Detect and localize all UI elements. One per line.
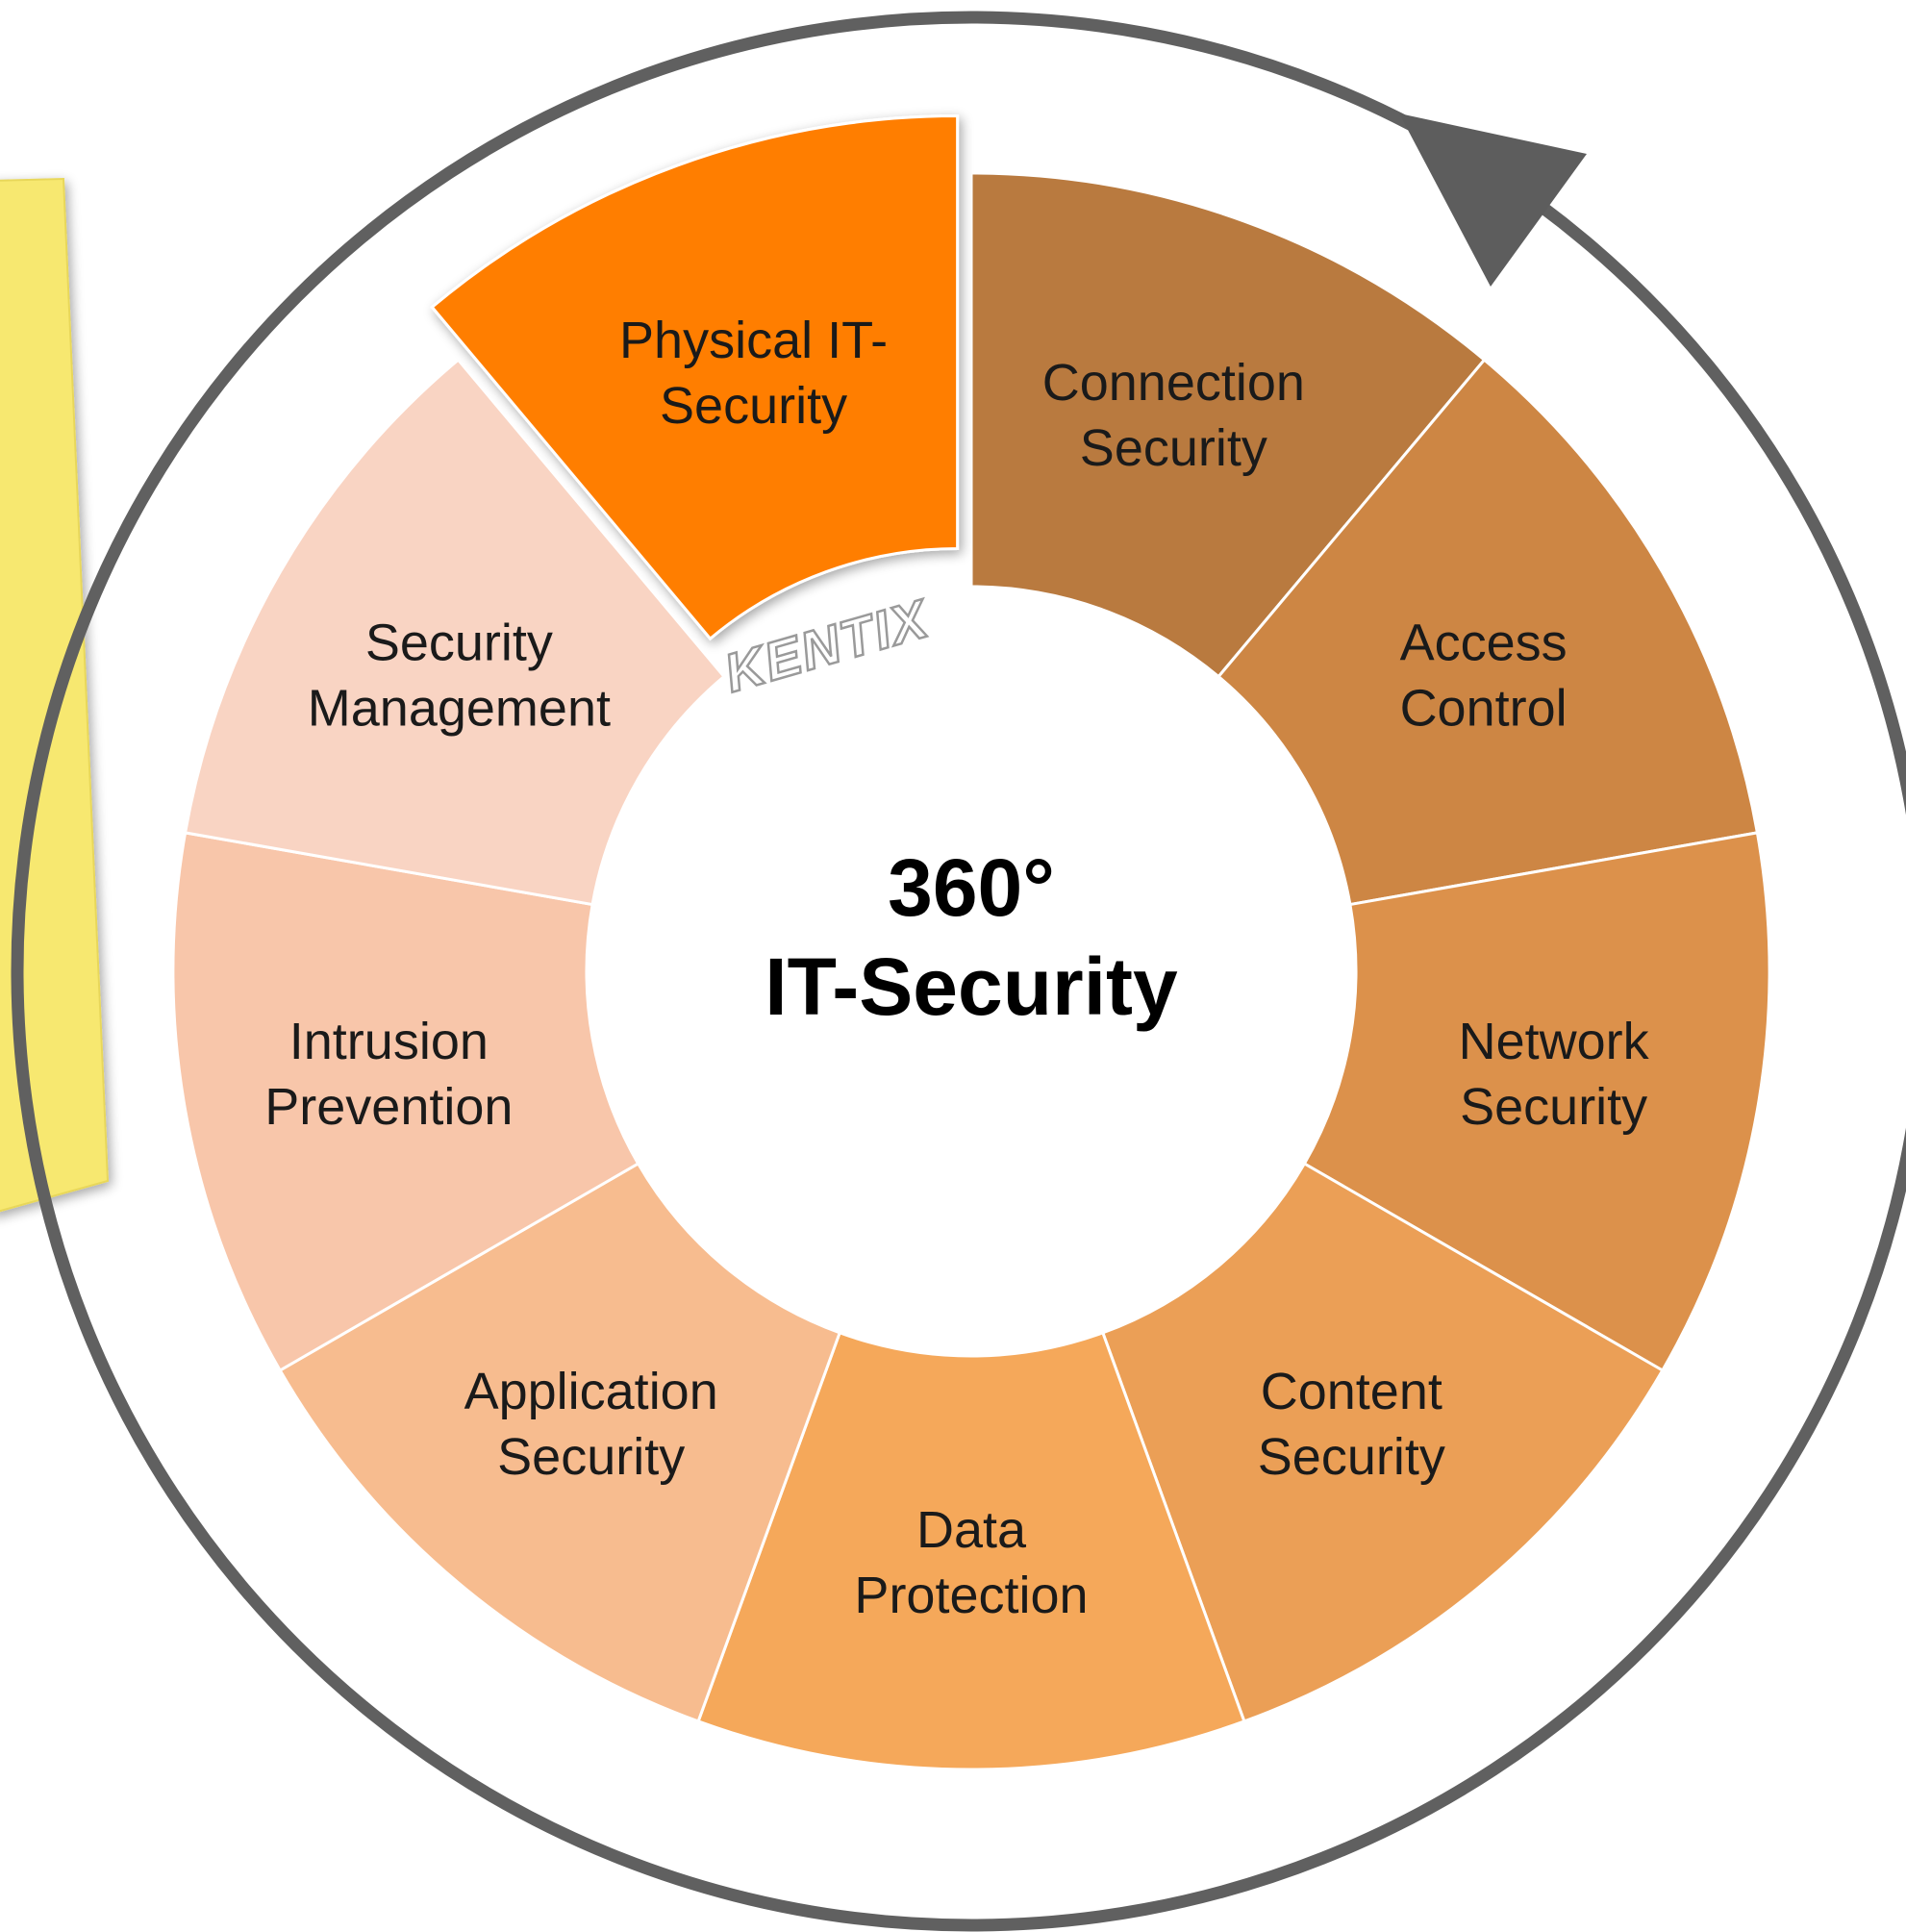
segment-intrusion-prevention: [171, 831, 640, 1373]
segment-label-line: Security: [1080, 419, 1267, 477]
segment-label-line: Data: [916, 1501, 1027, 1559]
segment-access-control: [1216, 358, 1760, 907]
segment-label-line: Content: [1261, 1363, 1442, 1420]
center-title-line2: IT-Security: [765, 941, 1178, 1032]
segment-label-line: Security: [660, 377, 847, 435]
segment-label-line: Prevention: [264, 1078, 513, 1136]
segment-data-protection: [696, 1330, 1246, 1771]
segment-label-line: Network: [1459, 1013, 1650, 1070]
segment-label-line: Access: [1400, 615, 1567, 672]
segment-application-security: [278, 1161, 842, 1723]
segment-label-line: Protection: [854, 1567, 1088, 1624]
segment-label-line: Physical IT-: [619, 312, 888, 369]
segment-label-line: Security: [365, 615, 553, 672]
segment-content-security: [1100, 1161, 1665, 1723]
cycle-ring: [11, 11, 1906, 1932]
cycle-arrow-icon: [1399, 113, 1587, 287]
center-title-line1: 360°: [888, 842, 1055, 933]
segment-network-security: [1302, 831, 1771, 1373]
segment-label-line: Connection: [1042, 354, 1305, 412]
center-hub: [589, 589, 1354, 1354]
segment-connection-security: [969, 171, 1487, 679]
segment-label-line: Management: [308, 680, 611, 738]
segment-label-line: Security: [497, 1428, 685, 1486]
segment-security-management: [183, 358, 726, 907]
segment-label: Physical IT- Security: [619, 312, 888, 435]
segment-label-line: Application: [464, 1363, 718, 1420]
segment-label-line: Control: [1400, 680, 1567, 738]
segment-physical-it-security: [430, 114, 960, 641]
segment-label-line: Security: [1460, 1078, 1647, 1136]
segment-label-line: Security: [1258, 1428, 1445, 1486]
segment-label-line: Intrusion: [289, 1013, 489, 1070]
